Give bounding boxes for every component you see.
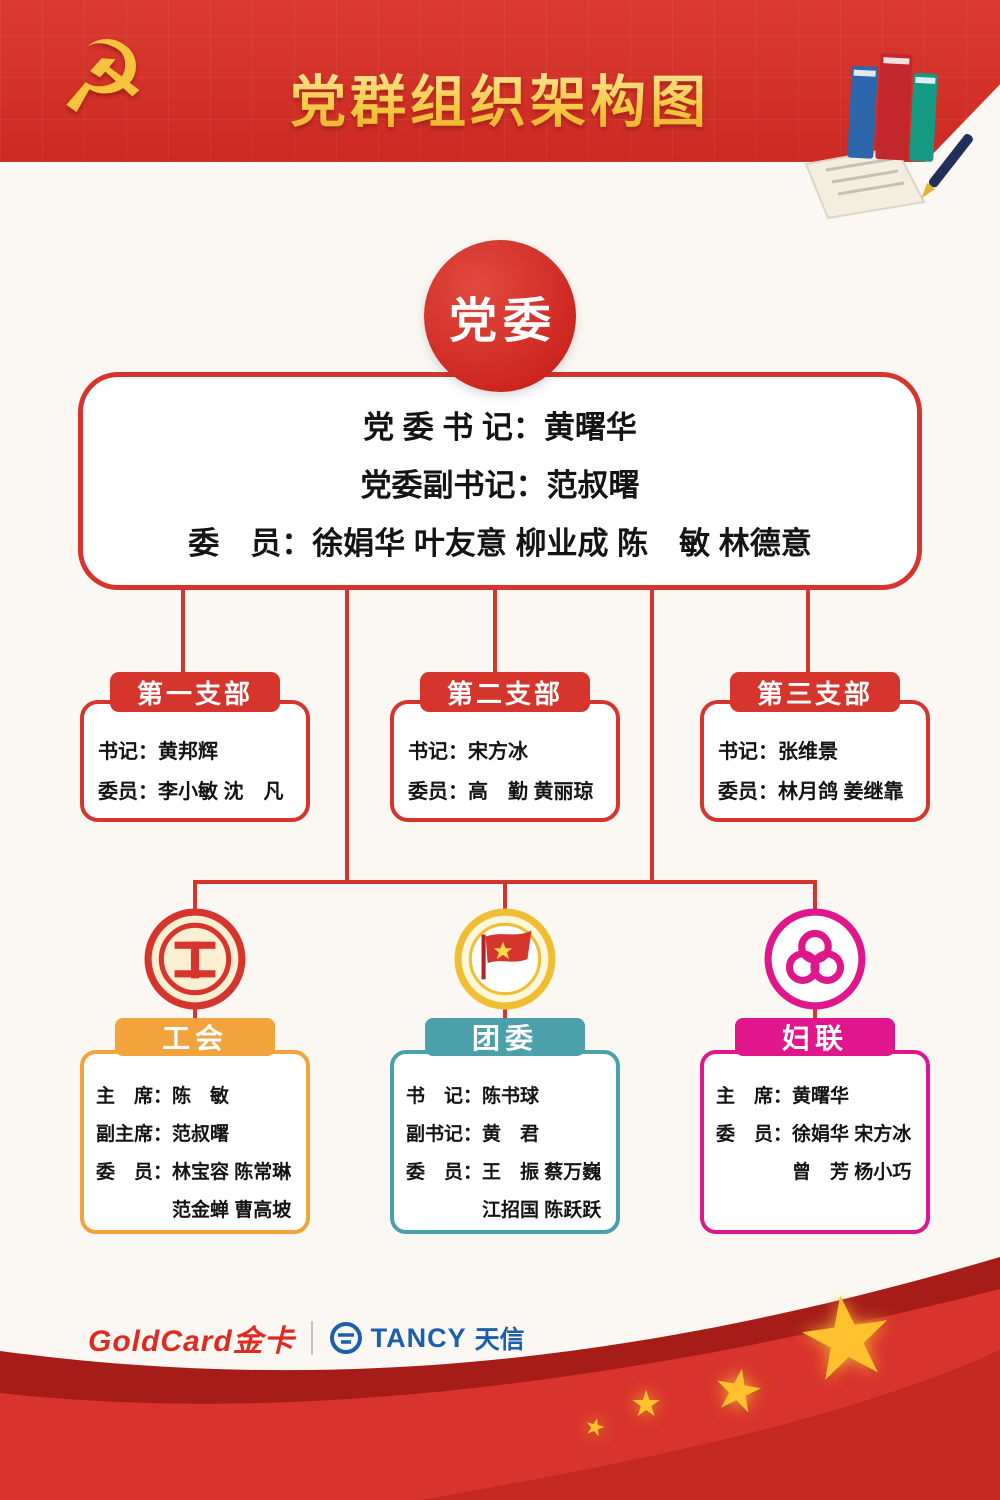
group-tab-youth-league: 团委 [425,1018,585,1056]
branch-members-row: 委员：林月鸽 姜继靠 [718,781,904,803]
party-committee-box: 党 委 书 记：黄曙华 党委副书记：范叔曙 委 员：徐娟华 叶友意 柳业成 陈 … [78,372,922,590]
star-icon: ★ [787,1268,905,1407]
group-box-womens-federation: 主 席：黄曙华 委 员：徐娟华 宋方冰 曾 芳 杨小巧 [700,1050,930,1234]
union-chair-row: 主 席：陈 敏 [96,1086,230,1107]
branch-tab-third: 第三支部 [730,672,900,712]
party-members-line: 委 员：徐娟华 叶友意 柳业成 陈 敏 林德意 [188,526,812,561]
union-members-row: 委 员：林宝容 陈常琳 [96,1162,292,1183]
footer-brand-logos: GoldCard金卡 TANCY 天信 [88,1316,525,1360]
books-and-pen-illustration [804,53,973,220]
branch-box-first: 书记：黄邦辉 委员：李小敏 沈 凡 [80,700,310,822]
union-logo-icon [144,908,246,1010]
bottom-wave-ribbon [0,1257,1000,1500]
group-box-union: 主 席：陈 敏 副主席：范叔曙 委 员：林宝容 陈常琳 范金蝉 曹高坡 [80,1050,310,1234]
star-icon: ★ [630,1383,663,1424]
youth-league-logo-icon [454,908,556,1010]
branch-secretary-row: 书记：张维景 [718,741,838,763]
party-secretary-line: 党 委 书 记：黄曙华 [363,410,637,445]
tancy-logo: TANCY 天信 [329,1320,525,1356]
tancy-circle-icon [329,1322,362,1354]
branch-secretary-row: 书记：宋方冰 [408,741,528,763]
women-members-row: 曾 芳 杨小巧 [716,1162,912,1183]
goldcard-logo: GoldCard金卡 [88,1325,295,1358]
union-members-row: 范金蝉 曹高坡 [96,1200,292,1221]
youth-members-row: 江招国 陈跃跃 [406,1200,602,1221]
womens-federation-logo-icon [764,908,866,1010]
youth-members-row: 委 员：王 振 蔡万巍 [406,1162,602,1183]
root-node-label: 党委 [448,295,557,348]
branch-members-row: 委员：高 勤 黄丽琼 [408,781,594,803]
branch-secretary-row: 书记：黄邦辉 [98,741,218,763]
star-icon: ★ [706,1353,770,1428]
union-vice-chair-row: 副主席：范叔曙 [96,1124,230,1145]
logo-divider [310,1321,313,1355]
group-tab-union: 工会 [115,1018,275,1056]
poster-title: 党群组织架构图 [290,58,710,139]
connector-line [345,588,349,884]
connector-line [493,588,497,678]
root-node-party-committee: 党委 [424,240,576,392]
branch-tab-second: 第二支部 [420,672,590,712]
youth-deputy-secretary-row: 副书记：黄 君 [406,1124,540,1145]
branch-members-row: 委员：李小敏 沈 凡 [98,781,284,803]
banner-grid-texture [0,0,1000,162]
group-box-youth-league: 书 记：陈书球 副书记：黄 君 委 员：王 振 蔡万巍 江招国 陈跃跃 [390,1050,620,1234]
tancy-chinese-name: 天信 [474,1326,525,1354]
branch-tab-first: 第一支部 [110,672,280,712]
party-emblem-icon: ☭ [58,22,148,134]
branch-box-third: 书记：张维景 委员：林月鸽 姜继靠 [700,700,930,822]
group-tab-womens-federation: 妇联 [735,1018,895,1056]
connector-line [806,588,810,678]
tancy-wordmark: TANCY [370,1322,467,1353]
connector-line [650,588,654,884]
women-chair-row: 主 席：黄曙华 [716,1086,850,1107]
branch-box-second: 书记：宋方冰 委员：高 勤 黄丽琼 [390,700,620,822]
party-deputy-secretary-line: 党委副书记：范叔曙 [360,468,640,503]
women-members-row: 委 员：徐娟华 宋方冰 [716,1124,912,1145]
header-banner [0,0,1000,162]
connector-line [181,588,185,678]
youth-secretary-row: 书 记：陈书球 [406,1086,540,1107]
